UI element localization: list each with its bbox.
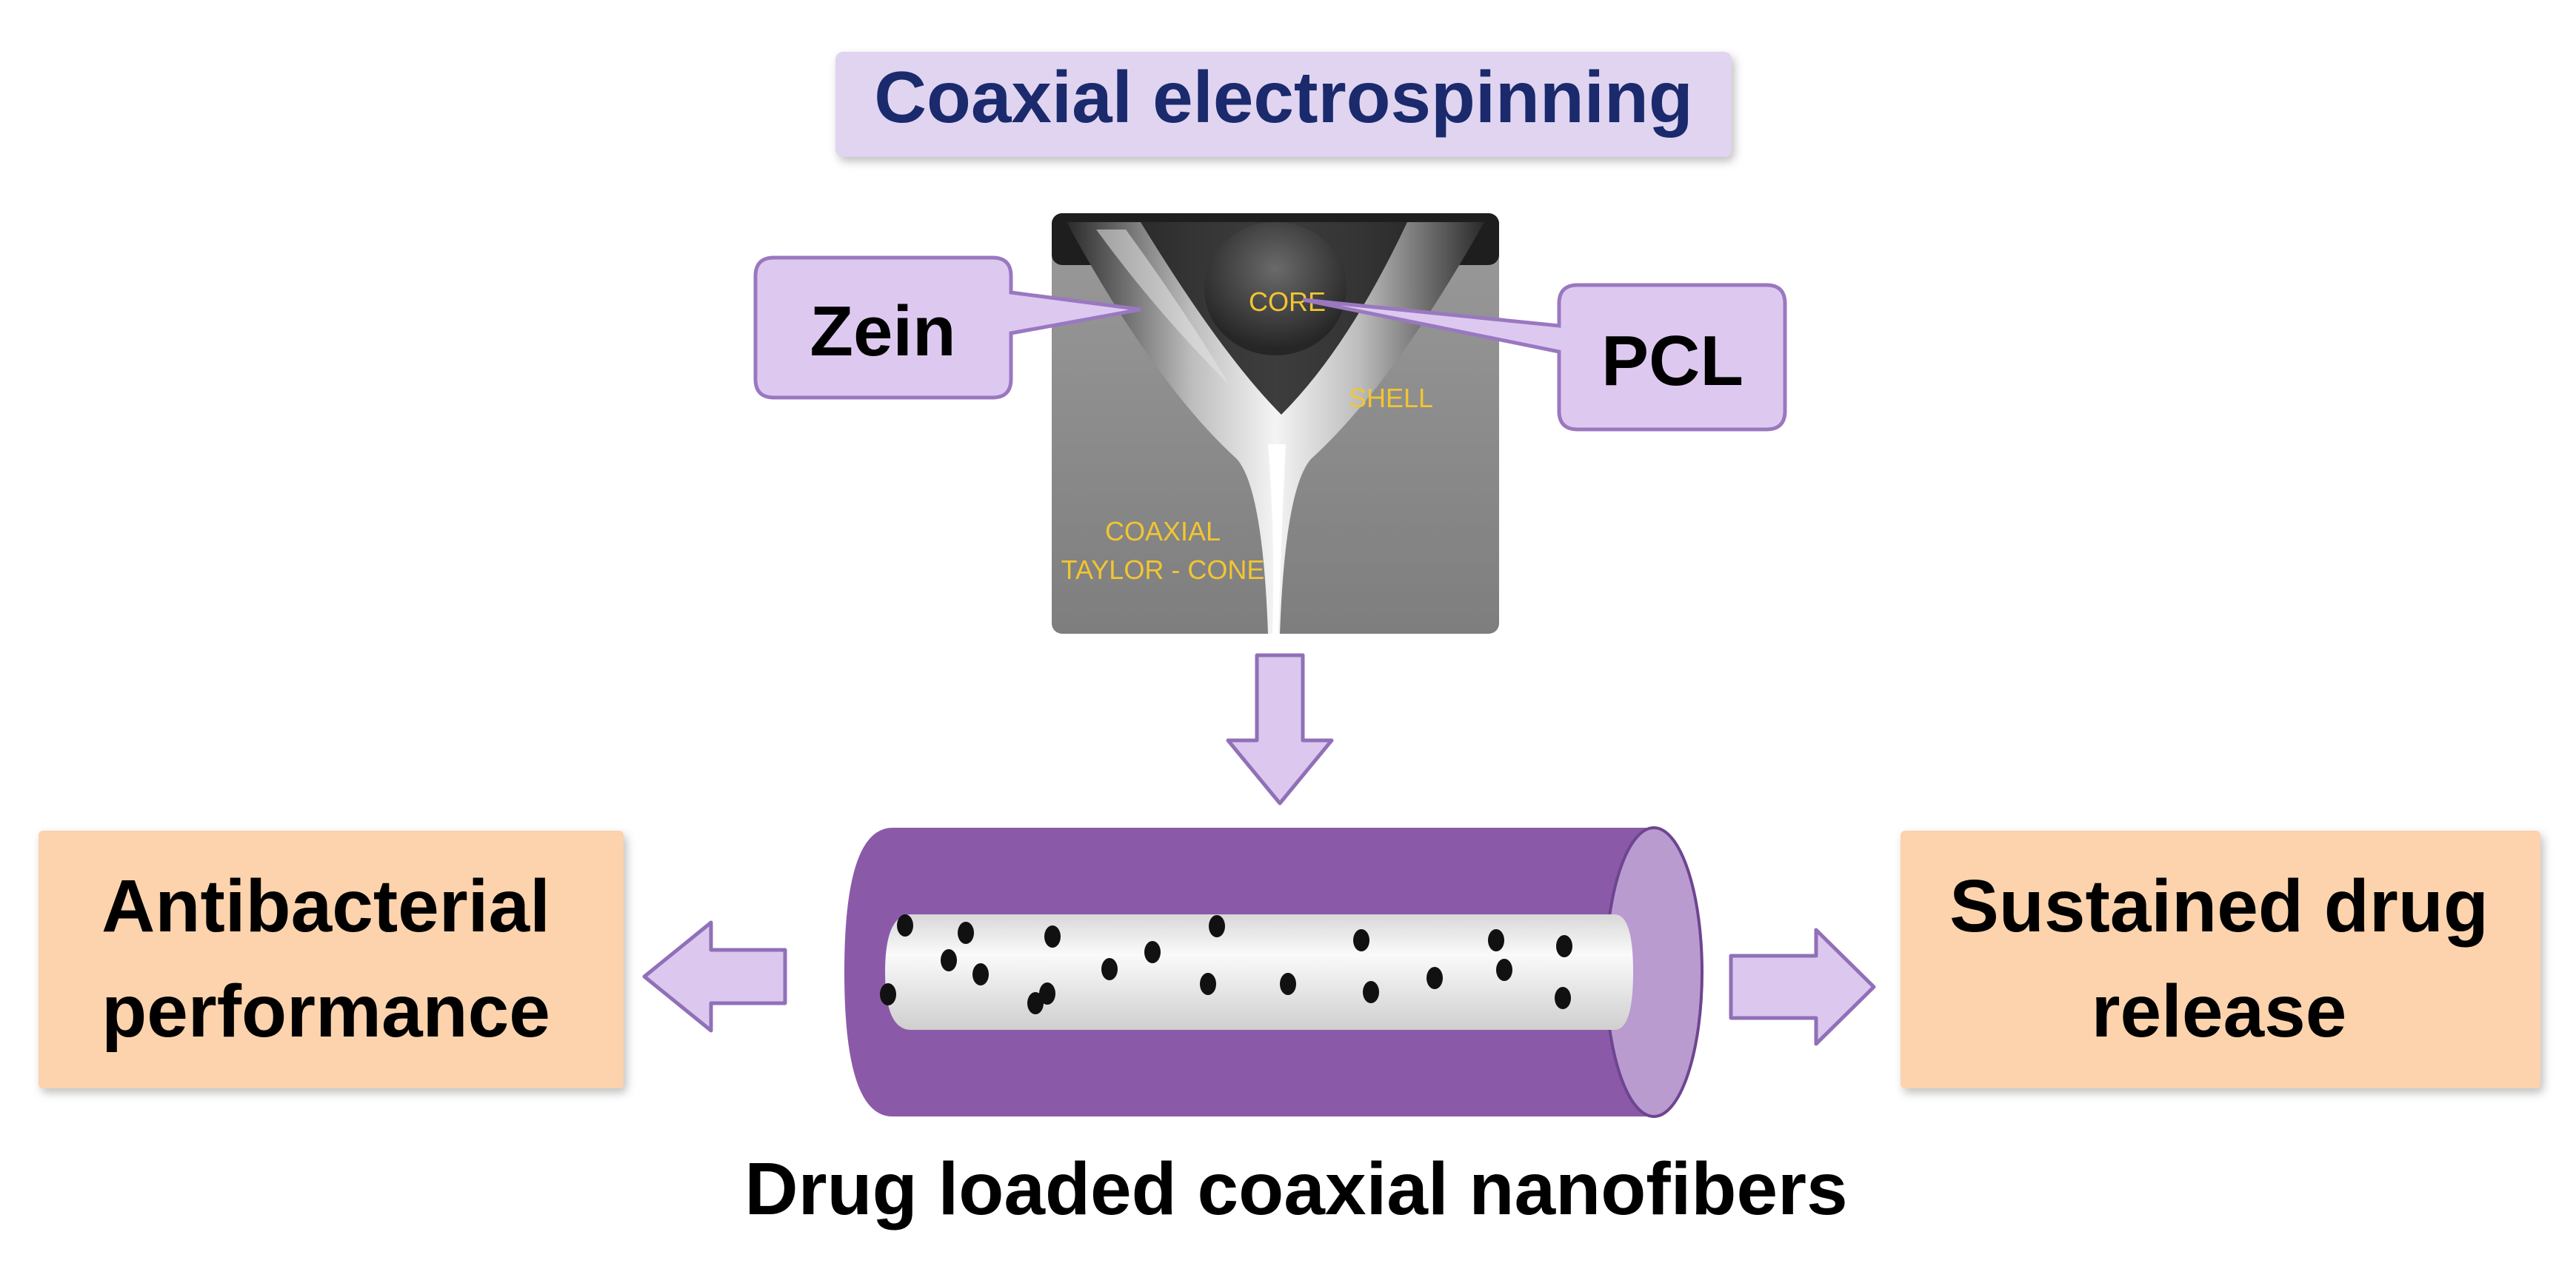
drug-particle (1555, 987, 1571, 1009)
drug-particle (1556, 935, 1572, 957)
drug-particle (1488, 929, 1504, 951)
drug-particle (1200, 973, 1216, 995)
drug-particle (941, 949, 957, 971)
drug-particle (1353, 929, 1369, 951)
pcl-callout: PCL (1303, 283, 1787, 432)
drug-particle (1101, 958, 1118, 980)
drug-particle (1427, 967, 1443, 989)
photo-label-cone-line1: COAXIAL (1105, 516, 1221, 546)
drug-particle (958, 922, 974, 944)
photo-label-shell: SHELL (1349, 383, 1433, 413)
taylor-cone-photo: CORE SHELL COAXIAL TAYLOR - CONE (1052, 213, 1499, 634)
drug-particle (1144, 941, 1161, 963)
drug-particle (1027, 992, 1044, 1014)
sustained-line1: Sustained drug (1949, 865, 2489, 948)
down-arrow-icon (1226, 653, 1334, 806)
pcl-label: PCL (1601, 321, 1744, 401)
diagram-title: Coaxial electrospinning (874, 56, 1692, 138)
drug-particle (1280, 973, 1296, 995)
drug-particle (897, 914, 913, 937)
zein-label: Zein (810, 292, 955, 371)
drug-particle (1039, 982, 1055, 1005)
drug-particle (1209, 915, 1225, 937)
right-arrow-icon (1729, 928, 1876, 1046)
drug-particle (1496, 959, 1512, 981)
photo-label-cone-line2: TAYLOR - CONE (1061, 555, 1265, 585)
sustained-line2: release (2092, 970, 2347, 1053)
sustained-release-box: Sustained drug release (1901, 831, 2540, 1088)
left-arrow-icon (642, 920, 787, 1033)
fiber-caption: Drug loaded coaxial nanofibers (744, 1148, 1847, 1231)
antibacterial-line1: Antibacterial (101, 865, 550, 948)
antibacterial-box: Antibacterial performance (39, 831, 624, 1088)
title-banner (835, 52, 1732, 157)
drug-particle (1363, 981, 1379, 1003)
drug-particle (972, 963, 989, 985)
drug-particle (880, 983, 896, 1005)
zein-callout: Zein (753, 255, 1141, 400)
drug-particle (1044, 925, 1061, 948)
antibacterial-line2: performance (101, 970, 550, 1053)
coaxial-nanofiber (844, 826, 1704, 1118)
